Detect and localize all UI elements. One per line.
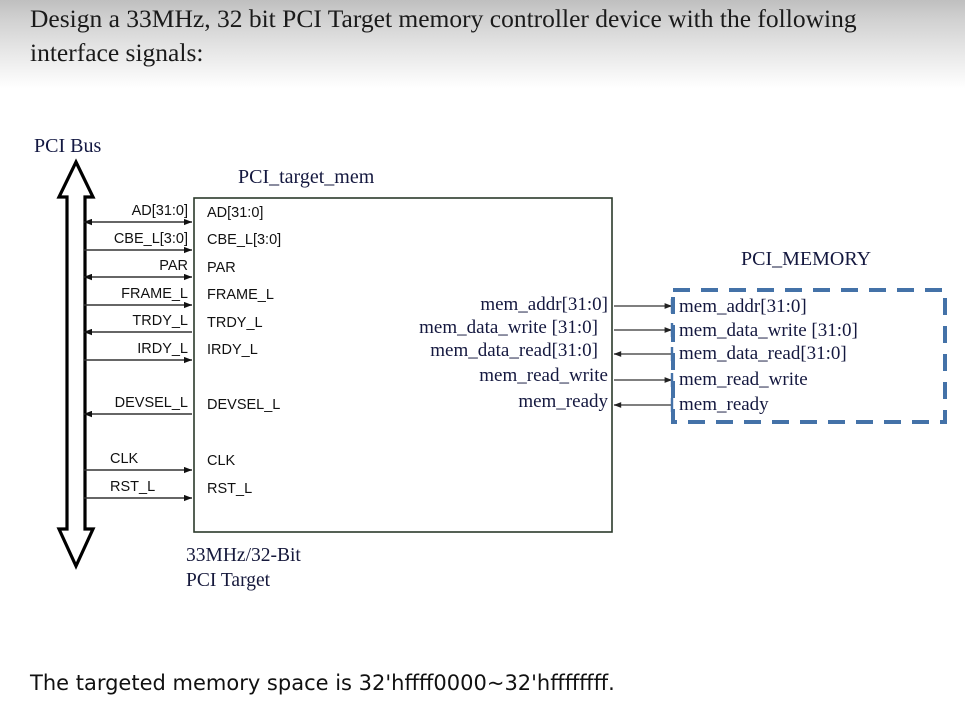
target-mem-signal-addr: mem_addr[31:0]	[480, 294, 608, 315]
target-pin-ad: AD[31:0]	[207, 205, 264, 221]
target-pin-clk: CLK	[207, 453, 236, 469]
page-title: Design a 33MHz, 32 bit PCI Target memory…	[30, 4, 863, 67]
bus-signal-lines	[83, 218, 193, 502]
bus-signal-label-devsel: DEVSEL_L	[114, 395, 188, 411]
memory-pin-data-read: mem_data_read[31:0]	[679, 343, 847, 364]
pci-target-caption-line1: 33MHz/32-Bit	[186, 545, 301, 566]
bus-signal-label-cbe: CBE_L[3:0]	[113, 231, 188, 247]
target-pin-par: PAR	[207, 260, 236, 276]
target-pin-rst: RST_L	[207, 481, 253, 497]
target-mem-signal-data-write: mem_data_write [31:0]	[419, 317, 598, 338]
target-pin-devsel: DEVSEL_L	[207, 397, 281, 413]
target-mem-signal-data-read: mem_data_read[31:0]	[430, 340, 598, 361]
pci-memory-title: PCI_MEMORY	[741, 248, 872, 270]
bus-signal-label-clk: CLK	[110, 451, 139, 467]
memory-pin-ready: mem_ready	[679, 394, 769, 415]
memory-space-note: The targeted memory space is 32'hffff000…	[30, 671, 615, 695]
pci-bus-label: PCI Bus	[34, 135, 102, 157]
bus-signal-label-rst: RST_L	[110, 479, 156, 495]
target-mem-signal-ready: mem_ready	[518, 391, 608, 412]
pci-bus-arrow	[56, 158, 96, 570]
target-pin-cbe: CBE_L[3:0]	[207, 232, 282, 248]
pci-target-caption: 33MHz/32-Bit PCI Target	[186, 543, 301, 593]
pci-target-block	[193, 197, 613, 533]
target-mem-signal-read-write: mem_read_write	[479, 365, 608, 386]
memory-signal-lines	[613, 299, 674, 412]
target-pin-trdy: TRDY_L	[207, 315, 263, 331]
pci-target-title: PCI_target_mem	[238, 166, 375, 188]
bus-signal-label-par: PAR	[159, 258, 188, 274]
bus-signal-label-irdy: IRDY_L	[137, 341, 188, 357]
memory-pin-read-write: mem_read_write	[679, 369, 808, 390]
memory-pin-addr: mem_addr[31:0]	[679, 296, 807, 317]
memory-pin-data-write: mem_data_write [31:0]	[679, 320, 858, 341]
bus-signal-label-frame: FRAME_L	[121, 286, 188, 302]
pci-target-caption-line2: PCI Target	[186, 570, 271, 591]
bus-signal-label-trdy: TRDY_L	[132, 313, 188, 329]
target-pin-irdy: IRDY_L	[207, 342, 258, 358]
target-pin-frame: FRAME_L	[207, 287, 274, 303]
bus-signal-label-ad: AD[31:0]	[131, 203, 188, 219]
header-gradient-band	[0, 0, 965, 96]
